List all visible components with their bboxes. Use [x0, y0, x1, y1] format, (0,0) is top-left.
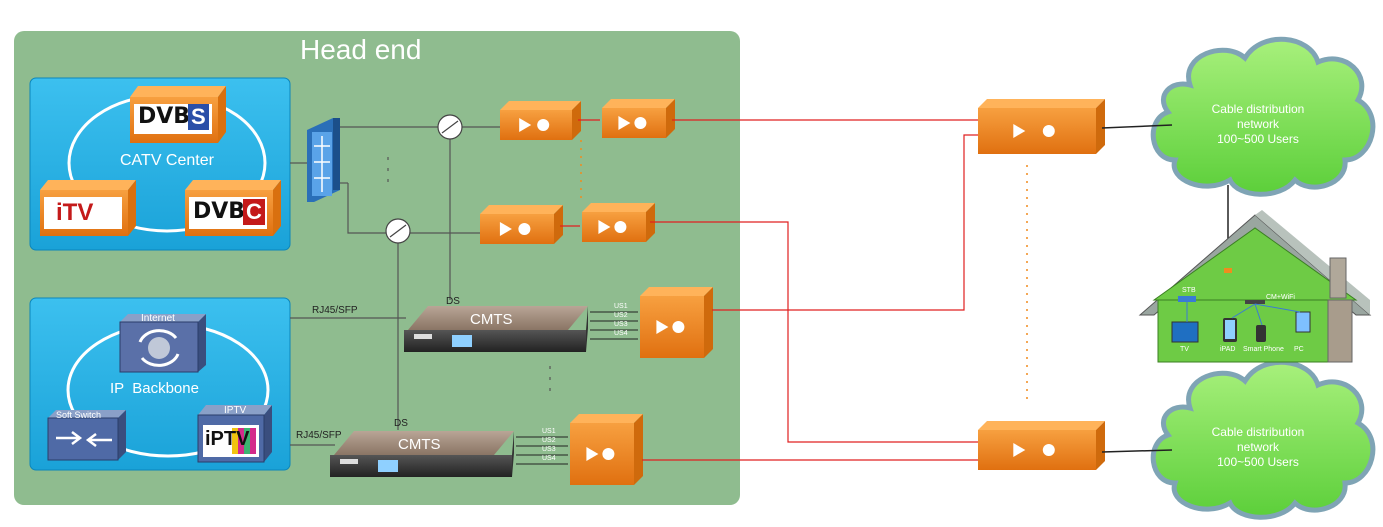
cmts-1-us4: US4 [614, 330, 628, 337]
cloud-distribution-1 [1150, 36, 1376, 197]
laser-icon [1042, 125, 1055, 137]
cmts-2-us4: US4 [542, 455, 556, 462]
optical-splitter-1 [437, 114, 463, 140]
cmts-1 [404, 306, 588, 352]
optical-transmitter-2 [480, 205, 563, 244]
amplifier-icon [1013, 443, 1026, 457]
laser-icon [518, 223, 531, 235]
cloud-1-text: Cable distribution network 100~500 Users [1190, 102, 1326, 147]
dvbs-logo-badge: S [188, 104, 209, 130]
soft-switch-box [47, 410, 126, 461]
cmts-1-link-label: RJ45/SFP [312, 305, 358, 316]
us-arrows [516, 311, 638, 465]
fiber-links [560, 119, 978, 461]
laser-icon [672, 321, 685, 333]
headend-title: Head end [300, 34, 422, 65]
iptv-label: IPTV [224, 405, 247, 416]
cmts-2-name: CMTS [398, 436, 441, 453]
laser-icon [537, 119, 550, 131]
optical-splitter-2 [385, 218, 411, 244]
cmts-2-us2: US2 [542, 437, 556, 444]
amplifier-icon [499, 222, 512, 236]
cmts-2-ds-label: DS [394, 418, 408, 429]
internet-box [119, 314, 206, 373]
iptv-logo-text: iPTV [205, 428, 250, 450]
device-phone-label: Smart Phone [1243, 346, 1284, 353]
optical-amplifier-1 [602, 99, 675, 138]
soft-switch-label: Soft Switch [56, 410, 102, 420]
cloud-2-line-1: Cable distribution [1211, 425, 1305, 439]
optical-node-1 [978, 99, 1105, 154]
cmts-2-us1: US1 [542, 428, 556, 435]
laser-icon [1042, 444, 1055, 456]
device-pc-label: PC [1294, 346, 1304, 353]
stb-label: STB [1182, 287, 1196, 294]
cloud-2-line-3: 100~500 Users [1217, 455, 1299, 469]
optical-node-2 [978, 421, 1105, 470]
dvbc-logo-badge: C [243, 199, 265, 225]
ip-backbone-label: IP Backbone [110, 380, 199, 397]
device-ipad-label: iPAD [1220, 346, 1236, 353]
cloud-distribution-2 [1150, 359, 1376, 520]
cmts-2-us3: US3 [542, 446, 556, 453]
amplifier-icon [1013, 124, 1026, 138]
amplifier-icon [618, 116, 631, 130]
cloud-1-line-1: Cable distribution [1211, 102, 1305, 116]
internet-label: Internet [141, 313, 175, 324]
optical-transmitter-1 [500, 101, 581, 140]
optical-receiver-1 [640, 287, 713, 358]
amplifier-icon [656, 320, 669, 334]
cmts-2-link-label: RJ45/SFP [296, 430, 342, 441]
optical-receiver-2 [570, 414, 643, 485]
cloud-2-text: Cable distribution network 100~500 Users [1190, 425, 1326, 470]
cmts-1-name: CMTS [470, 311, 513, 328]
iptv-box [197, 405, 272, 463]
house [1138, 210, 1372, 363]
optical-amplifier-2 [582, 203, 655, 242]
cm-wifi-label: CM+WiFi [1266, 294, 1295, 301]
dvbs-logo-text: DVB [138, 104, 191, 129]
cmts-1-us2: US2 [614, 312, 628, 319]
catv-center-label: CATV Center [120, 152, 214, 169]
laser-icon [634, 117, 647, 129]
cloud-1-line-2: network [1236, 117, 1280, 131]
amplifier-icon [598, 220, 611, 234]
itv-logo-text: iTV [56, 199, 94, 226]
laser-icon [614, 221, 627, 233]
cmts-1-ds-label: DS [446, 296, 460, 307]
cmts-1-us3: US3 [614, 321, 628, 328]
cloud-2-line-2: network [1236, 440, 1280, 454]
amplifier-icon [519, 118, 532, 132]
dotted-links [580, 140, 1028, 400]
itv-box [40, 180, 136, 236]
cmts-2 [330, 431, 514, 477]
headend-wiring [290, 126, 551, 446]
cmts-1-us1: US1 [614, 303, 628, 310]
laser-icon [602, 448, 615, 460]
dvbc-logo-text: DVB [193, 199, 246, 224]
amplifier-icon [586, 447, 599, 461]
ethernet-switch [307, 118, 340, 202]
device-tv-label: TV [1180, 346, 1189, 353]
cloud-1-line-3: 100~500 Users [1217, 132, 1299, 146]
